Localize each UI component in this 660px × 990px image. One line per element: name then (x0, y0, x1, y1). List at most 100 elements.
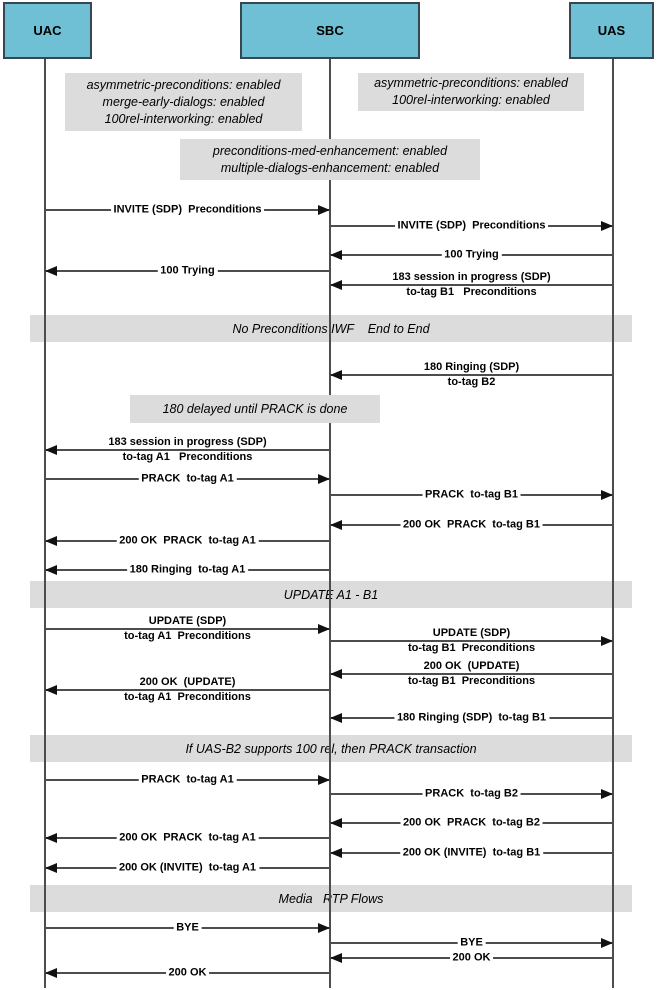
message-label: 100 Trying (441, 248, 502, 263)
message-label: 183 session in progress (SDP) to-tag B1 P… (392, 270, 550, 300)
arrowhead-icon (330, 280, 342, 290)
message-label-line: PRACK to-tag B2 (422, 787, 521, 800)
message-label-line: 180 Ringing (SDP) (423, 361, 520, 373)
note-line: 100rel-interworking: enabled (392, 93, 550, 107)
arrowhead-icon (330, 713, 342, 723)
message-arrow-line (330, 374, 613, 376)
message-label-line: 183 session in progress (SDP) (108, 436, 267, 448)
message-label: PRACK to-tag B2 (422, 787, 521, 802)
message-label: INVITE (SDP) Preconditions (394, 219, 549, 234)
message-label: 180 Ringing (SDP)to-tag B2 (424, 360, 519, 390)
message-label: 183 session in progress (SDP) to-tag A1 P… (108, 435, 266, 465)
arrowhead-icon (45, 685, 57, 695)
note-line: asymmetric-preconditions: enabled (374, 76, 568, 90)
message-label-line: to-tag B1 Preconditions (406, 286, 537, 298)
note-line: merge-early-dialogs: enabled (102, 94, 265, 109)
message-label-line: 200 OK PRACK to-tag A1 (116, 534, 259, 547)
message-label: BYE (457, 936, 486, 951)
message-arrow-line (45, 628, 330, 630)
phase-band-update: UPDATE A1 - B1 (30, 581, 632, 608)
message-label-line: 200 OK PRACK to-tag B1 (400, 518, 543, 531)
arrowhead-icon (330, 520, 342, 530)
note-line: multiple-dialogs-enhancement: enabled (220, 160, 440, 175)
message-label: 200 OK (165, 966, 210, 981)
message-label: 100 Trying (157, 264, 218, 279)
message-label-line: PRACK to-tag A1 (138, 773, 237, 786)
message-label-line: 183 session in progress (SDP) (392, 271, 551, 283)
message-label-line: PRACK to-tag B1 (422, 488, 521, 501)
message-label-line: 180 Ringing to-tag A1 (126, 563, 249, 576)
message-label: BYE (173, 921, 202, 936)
message-label-line: to-tag B1 Preconditions (407, 642, 536, 654)
note-line: preconditions-med-enhancement: enabled (212, 143, 448, 158)
actor-label-sbc: SBC (316, 23, 344, 38)
message-arrow-line (45, 449, 330, 451)
message-label-line: 200 OK (449, 951, 494, 964)
arrowhead-icon (45, 536, 57, 546)
arrowhead-icon (601, 490, 613, 500)
message-label-line: 200 OK (INVITE) to-tag B1 (399, 846, 544, 859)
note-line: asymmetric-preconditions: enabled (86, 77, 281, 92)
message-label-line: BYE (457, 936, 486, 949)
message-label-line: UPDATE (SDP) (148, 615, 227, 627)
message-label-line: to-tag A1 Preconditions (122, 451, 253, 463)
message-label: 200 OK (INVITE) to-tag B1 (399, 846, 544, 861)
message-label-line: 200 OK PRACK to-tag B2 (400, 816, 543, 829)
arrowhead-icon (601, 221, 613, 231)
arrowhead-icon (318, 775, 330, 785)
message-label-line: INVITE (SDP) Preconditions (110, 203, 265, 216)
message-label-line: 200 OK (UPDATE) (423, 660, 520, 672)
actor-box-uac: UAC (3, 2, 92, 59)
arrowhead-icon (45, 863, 57, 873)
message-label-line: 180 Ringing (SDP) to-tag B1 (393, 711, 550, 724)
arrowhead-icon (330, 953, 342, 963)
message-label-line: 200 OK (INVITE) to-tag A1 (115, 861, 260, 874)
message-arrow-line (330, 673, 613, 675)
message-label: 200 OK PRACK to-tag B2 (400, 816, 543, 831)
phase-band-prack-transaction: If UAS-B2 supports 100 rel, then PRACK t… (30, 735, 632, 762)
message-arrow-line (45, 689, 330, 691)
arrowhead-icon (318, 205, 330, 215)
note-line: 100rel-interworking: enabled (104, 111, 263, 126)
message-label-line: 200 OK (165, 966, 210, 979)
message-label: 200 OK (INVITE) to-tag A1 (115, 861, 260, 876)
message-label-line: 100 Trying (441, 248, 502, 261)
lifeline-uac (44, 59, 46, 988)
message-label: UPDATE (SDP) to-tag A1 Preconditions (124, 614, 251, 644)
actor-box-sbc: SBC (240, 2, 420, 59)
message-label: PRACK to-tag B1 (422, 488, 521, 503)
message-label: 200 OK PRACK to-tag A1 (116, 534, 259, 549)
message-label-line: INVITE (SDP) Preconditions (394, 219, 549, 232)
arrowhead-icon (601, 938, 613, 948)
arrowhead-icon (45, 968, 57, 978)
message-label-line: to-tag A1 Preconditions (124, 691, 251, 703)
phase-band-media-rtp: Media RTP Flows (30, 885, 632, 912)
message-label-line: 200 OK PRACK to-tag A1 (116, 831, 259, 844)
phase-band-label: If UAS-B2 supports 100 rel, then PRACK t… (185, 741, 477, 756)
phase-band-no-preconditions: No Preconditions IWF End to End (30, 315, 632, 342)
arrowhead-icon (330, 370, 342, 380)
message-label: 200 OK (UPDATE)to-tag B1 Preconditions (408, 659, 535, 689)
phase-band-label: UPDATE A1 - B1 (283, 587, 379, 602)
message-label: UPDATE (SDP) to-tag B1 Preconditions (408, 626, 535, 656)
arrowhead-icon (45, 266, 57, 276)
arrowhead-icon (330, 250, 342, 260)
phase-band-label: No Preconditions IWF End to End (232, 321, 430, 336)
arrowhead-icon (601, 789, 613, 799)
note-box-sbc-uas-config: asymmetric-preconditions: enabled 100rel… (358, 73, 584, 111)
message-label: 200 OK (UPDATE) to-tag A1 Preconditions (124, 675, 251, 705)
message-label: PRACK to-tag A1 (138, 773, 237, 788)
actor-label-uac: UAC (33, 23, 62, 38)
message-label: 180 Ringing to-tag A1 (126, 563, 249, 578)
message-label-line: 200 OK (UPDATE) (139, 676, 236, 688)
arrowhead-icon (318, 923, 330, 933)
arrowhead-icon (45, 565, 57, 575)
message-label-line: to-tag A1 Preconditions (124, 630, 251, 642)
message-label-line: UPDATE (SDP) (432, 627, 511, 639)
message-label-line: 100 Trying (157, 264, 218, 277)
note-box-uac-sbc-config: asymmetric-preconditions: enabled merge-… (65, 73, 302, 131)
message-label-line: PRACK to-tag A1 (138, 472, 237, 485)
message-label: 180 Ringing (SDP) to-tag B1 (393, 711, 550, 726)
actor-box-uas: UAS (569, 2, 654, 59)
